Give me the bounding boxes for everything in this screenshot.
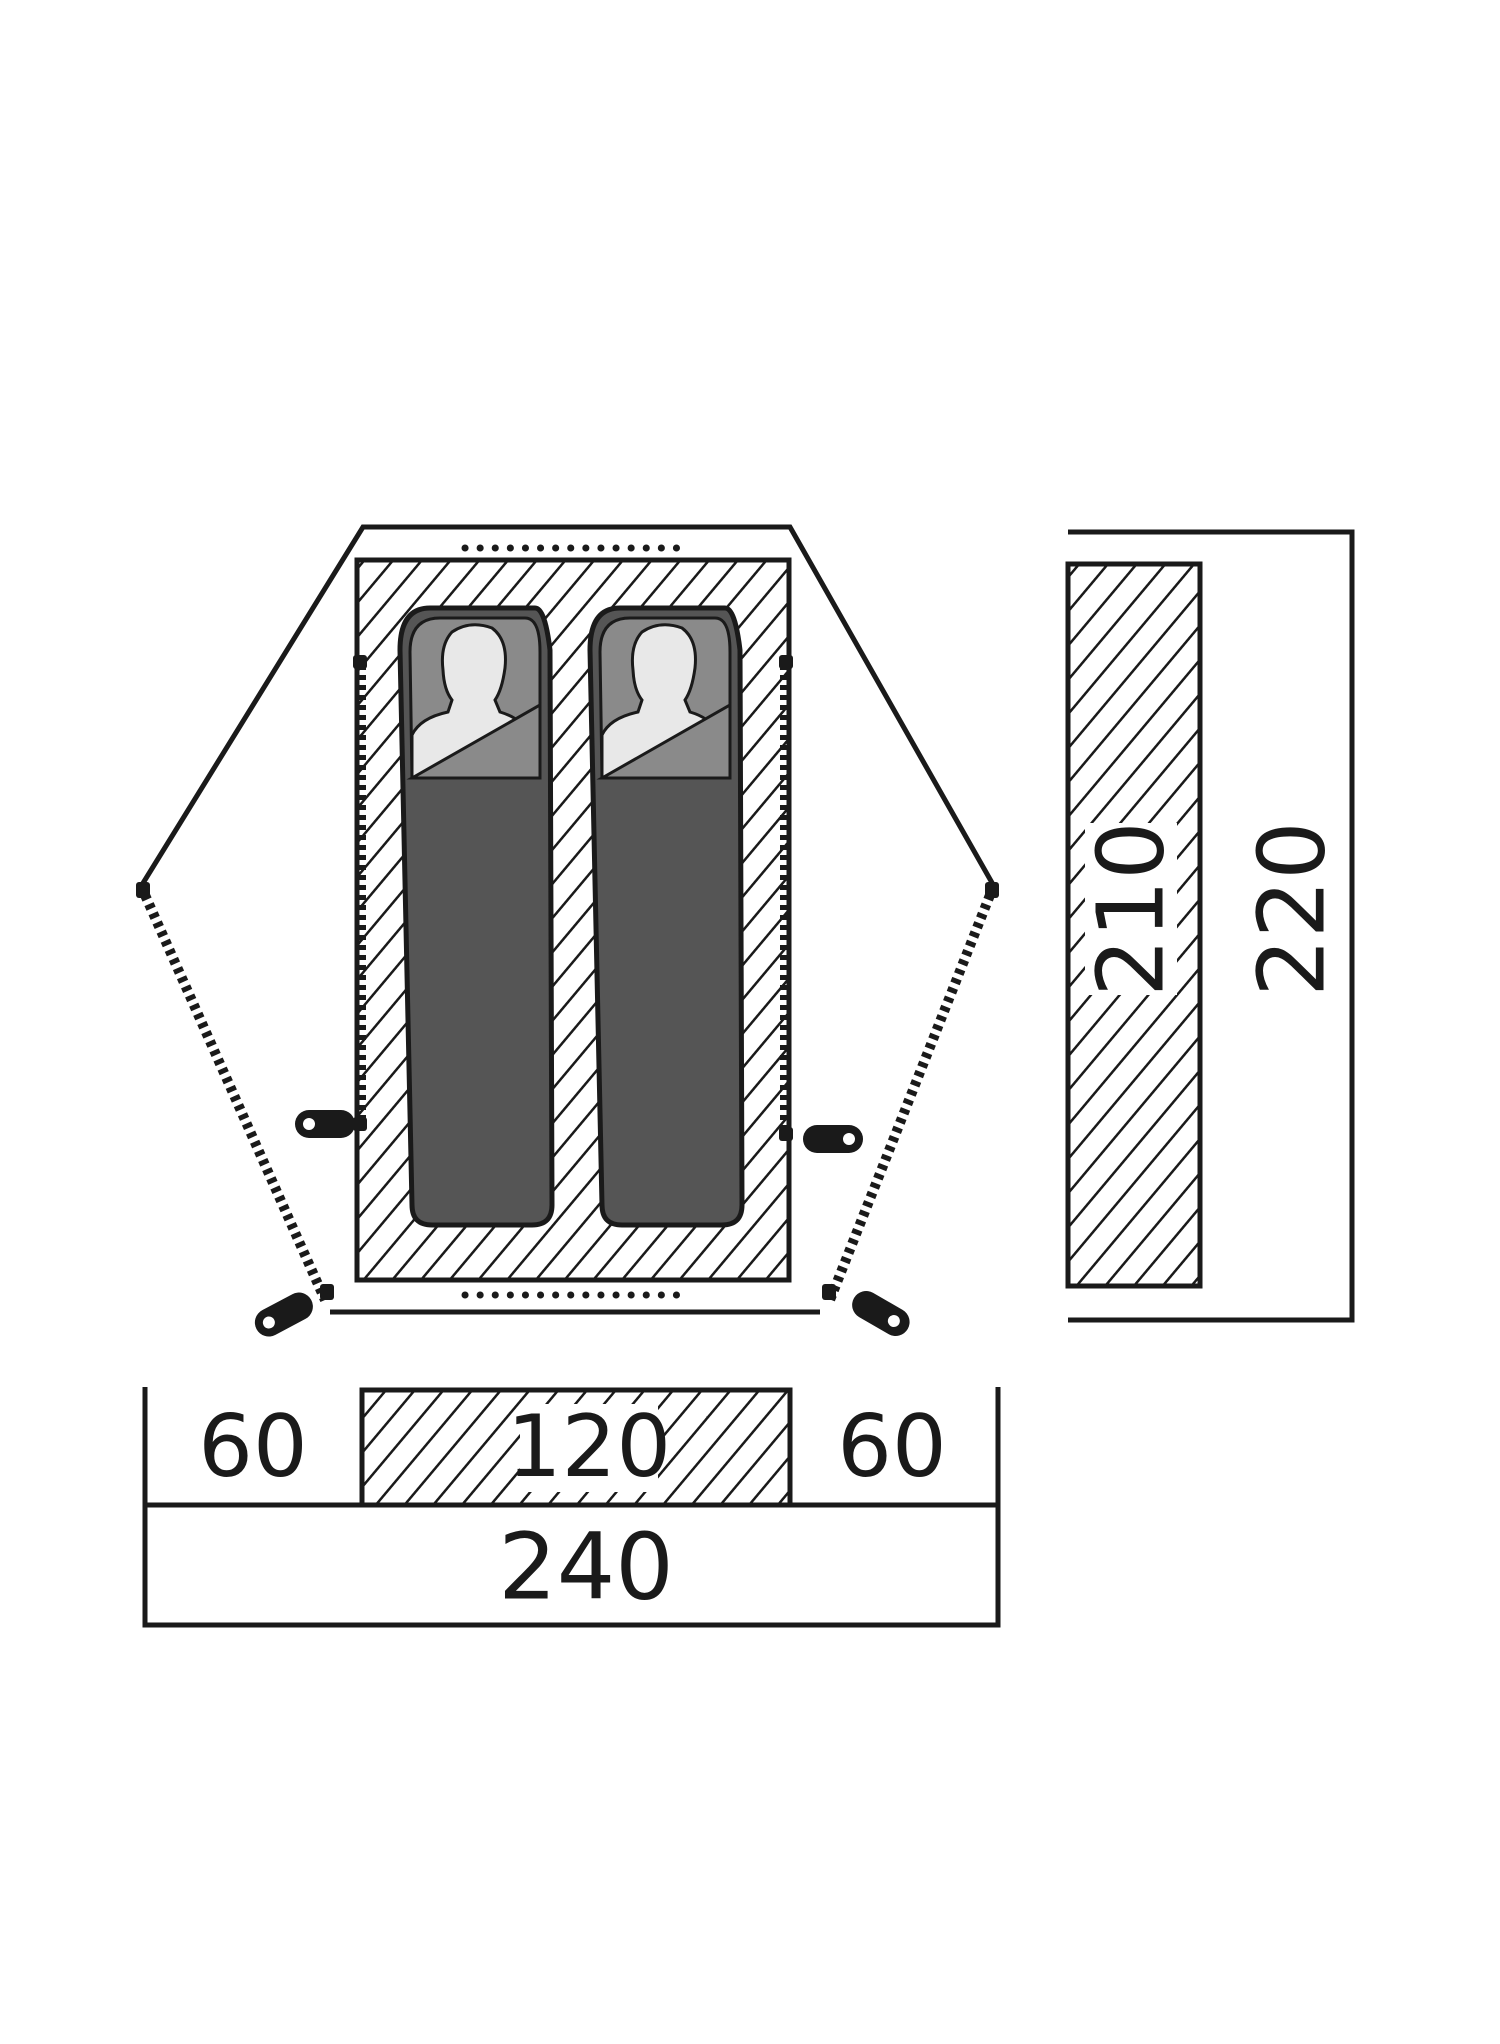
sleeping-bag-flap: [406, 702, 542, 780]
peg-left-bottom: [254, 1292, 313, 1337]
inner-left-zipper-top: [353, 655, 367, 669]
tent-pegs: [254, 1110, 910, 1337]
left-zipper-top-end: [136, 882, 150, 898]
sleeping-bag-left: [397, 605, 555, 1228]
inner-width-label: 120: [507, 1397, 671, 1497]
length-dimension-block: 210 220: [1065, 529, 1355, 1323]
sleeping-bag-right: [587, 605, 745, 1228]
right-vestibule-label: 60: [837, 1397, 946, 1497]
left-zipper-bottom-end: [320, 1284, 334, 1300]
tent-fly-upper-outline: [137, 524, 998, 890]
peg-right-bottom: [852, 1291, 910, 1336]
left-vestibule-label: 60: [198, 1397, 307, 1497]
inner-width-label-bg: [520, 1404, 658, 1492]
sleeping-bag-flap: [596, 702, 732, 780]
width-dimension-block: 60 120 60 240: [142, 1387, 1001, 1628]
inner-length-label: 210: [1078, 821, 1185, 997]
right-zipper: [825, 893, 995, 1302]
right-zipper-top-end: [985, 882, 999, 898]
peg-right-mid: [803, 1125, 863, 1153]
peg-left-mid: [295, 1110, 355, 1138]
total-length-bracket: [1068, 529, 1355, 1323]
right-zipper-bottom-end: [822, 1284, 836, 1300]
left-zipper: [140, 892, 330, 1303]
total-length-label: 220: [1239, 821, 1346, 997]
total-width-label: 240: [498, 1514, 674, 1621]
inner-left-zipper-bottom: [353, 1117, 367, 1131]
tent-outline: [136, 524, 999, 1315]
inner-length-label-bg: [1085, 823, 1177, 995]
inner-right-zipper-bottom: [779, 1127, 793, 1141]
inner-right-zipper-top: [779, 655, 793, 669]
